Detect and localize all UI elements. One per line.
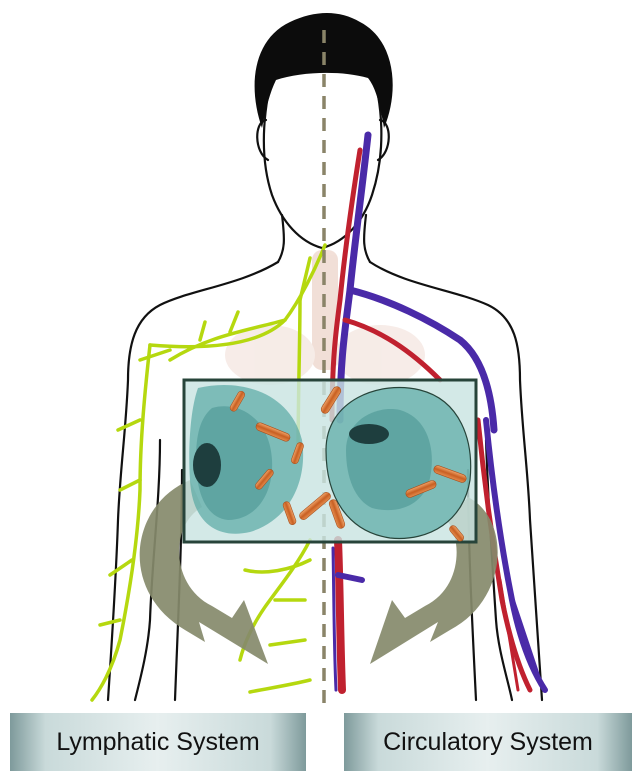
- nucleus-right: [349, 424, 389, 444]
- circulatory-system-label: Circulatory System: [344, 713, 632, 771]
- lymphatic-system-text: Lymphatic System: [56, 728, 259, 757]
- cell-right-icon: [326, 388, 471, 539]
- circulatory-system-text: Circulatory System: [383, 728, 593, 757]
- nucleus-left: [193, 443, 221, 487]
- lymphatic-system-label: Lymphatic System: [10, 713, 306, 771]
- inset-cells-view: [184, 380, 476, 542]
